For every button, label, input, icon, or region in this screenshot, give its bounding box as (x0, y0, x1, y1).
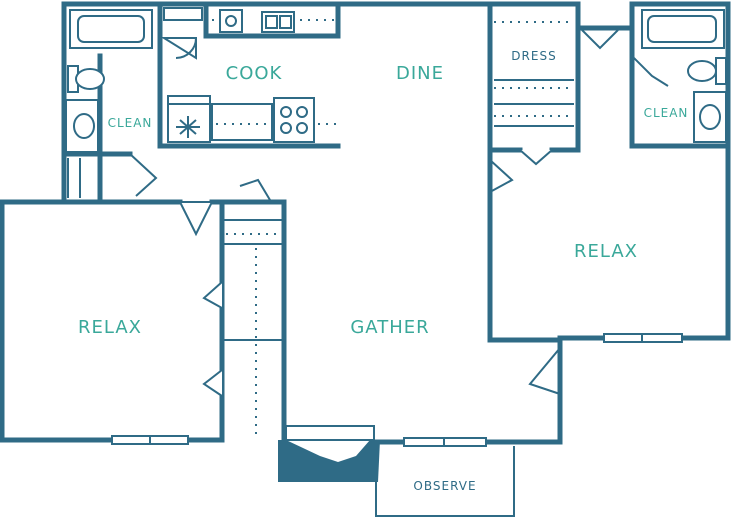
left-bath (65, 9, 153, 198)
room-label-cook: COOK (226, 63, 283, 84)
right-bath (641, 9, 727, 143)
dishwasher-icon (219, 9, 243, 33)
room-label-dine: DINE (396, 63, 444, 84)
room-label-clean-left: CLEAN (108, 116, 153, 130)
room-label-observe: OBSERVE (413, 479, 476, 493)
fireplace-icon (278, 425, 380, 482)
room-label-clean-right: CLEAN (644, 106, 689, 120)
toilet-icon (715, 57, 727, 85)
room-label-relax-left: RELAX (78, 317, 142, 338)
patio (375, 446, 515, 517)
outer-walls (0, 1, 731, 445)
dress-closet (494, 21, 574, 127)
room-label-dress: DRESS (511, 49, 556, 63)
kitchen (163, 7, 336, 143)
door-swing-icon (129, 29, 669, 397)
room-label-relax-right: RELAX (574, 241, 638, 262)
room-label-gather: GATHER (350, 317, 429, 338)
fridge-icon (163, 7, 203, 21)
hall-closets (224, 219, 282, 436)
window-icon (111, 333, 683, 447)
